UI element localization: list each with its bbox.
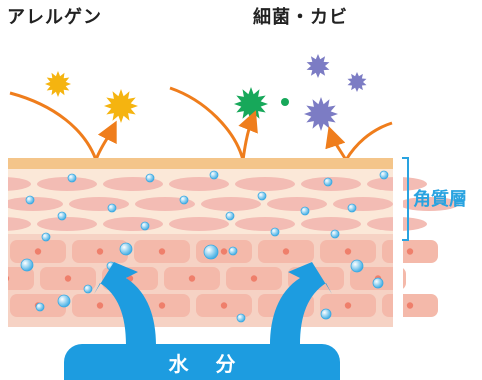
cell-nucleus [282,248,290,255]
water-droplet-icon [300,206,310,216]
water-arrow-left [94,262,156,345]
stratum-cell [201,197,261,211]
water-droplet-icon [41,232,51,242]
water-droplet-icon [57,211,67,221]
water-droplet-icon [257,191,267,201]
stratum-cell [169,217,229,231]
water-arrow-right [270,262,332,345]
allergen-particle-large [104,89,138,123]
mold-particle-large [304,97,338,131]
water-droplet-icon [83,284,93,294]
stratum-cell [301,217,361,231]
water-droplet-icon [228,246,238,256]
side-mask-right [393,169,403,234]
water-droplets [20,170,389,323]
cell-nucleus [250,275,258,282]
bacteria-arrow [169,86,258,161]
skin-surface-layer [8,158,393,169]
stratum-cell [235,217,295,231]
water-droplet-icon [119,242,133,256]
water-droplet-icon [347,203,357,213]
cell-nucleus [158,248,166,255]
water-droplet-icon [270,227,280,237]
water-droplet-icon [320,308,332,320]
bacteria-mold-title: 細菌・カビ [253,7,348,28]
bacteria-dot [281,98,289,106]
cell-nucleus [406,302,414,309]
water-droplet-icon [225,211,235,221]
water-droplet-icon [107,203,117,213]
lower-cell [0,267,34,290]
water-droplet-icon [203,244,219,260]
water-droplet-icon [350,259,364,273]
bacteria-particle-green [234,87,289,121]
water-droplet-icon [57,294,71,308]
cell-nucleus [188,275,196,282]
stratum-cell [267,197,327,211]
cell-nucleus [96,248,104,255]
water-label: 水 分 [168,351,246,376]
water-droplet-icon [379,170,389,180]
cell-nucleus [64,275,72,282]
water-droplet-icon [209,170,219,180]
stratum-cell [69,197,129,211]
water-droplet-icon [236,313,246,323]
side-mask-left [0,169,8,234]
water-droplet-icon [25,195,35,205]
stratum-corneum-label: 角質層 [413,189,467,210]
cell-nucleus [34,248,42,255]
water-droplet-icon [67,173,77,183]
stratum-cell [37,177,97,191]
cell-nucleus [344,248,352,255]
stratum-cell [399,197,459,211]
stratum-cell [37,217,97,231]
allergen-particle-small [45,71,71,97]
water-droplet-icon [35,302,45,312]
water-droplet-icon [140,221,150,231]
allergen-arrow [9,91,117,165]
stratum-cell [333,197,393,211]
water-droplet-icon [372,277,384,289]
stratum-cell [169,177,229,191]
mold-particle-middle [347,72,367,92]
stratum-bracket [402,157,409,241]
side-mask-right [393,234,403,329]
side-mask-left [0,234,8,329]
cell-nucleus [96,302,104,309]
mold-arrow [325,121,393,163]
stratum-cell [235,177,295,191]
water-droplet-icon [179,195,189,205]
water-droplet-icon [323,177,333,187]
water-droplet-icon [330,229,340,239]
water-banner: 水 分 [64,344,340,380]
stratum-cell [3,197,63,211]
allergen-title: アレルゲン [7,7,102,28]
cell-nucleus [406,248,414,255]
cell-nucleus [220,302,228,309]
cell-nucleus [344,302,352,309]
cell-nucleus [158,302,166,309]
stratum-cell [103,217,163,231]
mold-particle-top [306,54,330,78]
water-droplet-icon [145,173,155,183]
cell-nucleus [220,248,228,255]
water-droplet-icon [20,258,34,272]
